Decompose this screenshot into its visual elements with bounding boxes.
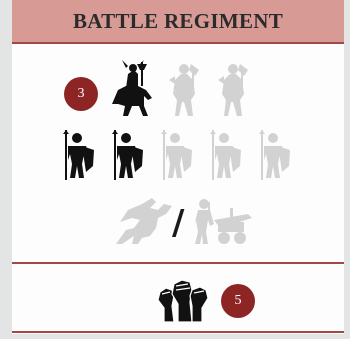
rider-icon-3 (214, 60, 250, 118)
spearman-icon-5 (256, 130, 292, 180)
dragon-icon (112, 196, 174, 246)
rider-icon-1 (108, 60, 158, 118)
card-footer (12, 334, 344, 339)
raised-fists-icon (156, 278, 210, 326)
card-header: BATTLE REGIMENT (12, 0, 344, 44)
rank-badge: 3 (64, 77, 98, 111)
bottom-divider (12, 331, 344, 333)
spearman-icon-4 (207, 130, 243, 180)
spearman-icon-3 (158, 130, 194, 180)
spearman-icon-1 (60, 130, 96, 180)
war-machine-icon (192, 196, 256, 246)
card-title: BATTLE REGIMENT (73, 9, 283, 34)
section-divider (12, 262, 344, 264)
rider-icon-2 (165, 60, 201, 118)
strength-badge: 5 (221, 284, 255, 318)
unit-separator: / (172, 203, 184, 243)
spearman-icon-2 (109, 130, 145, 180)
